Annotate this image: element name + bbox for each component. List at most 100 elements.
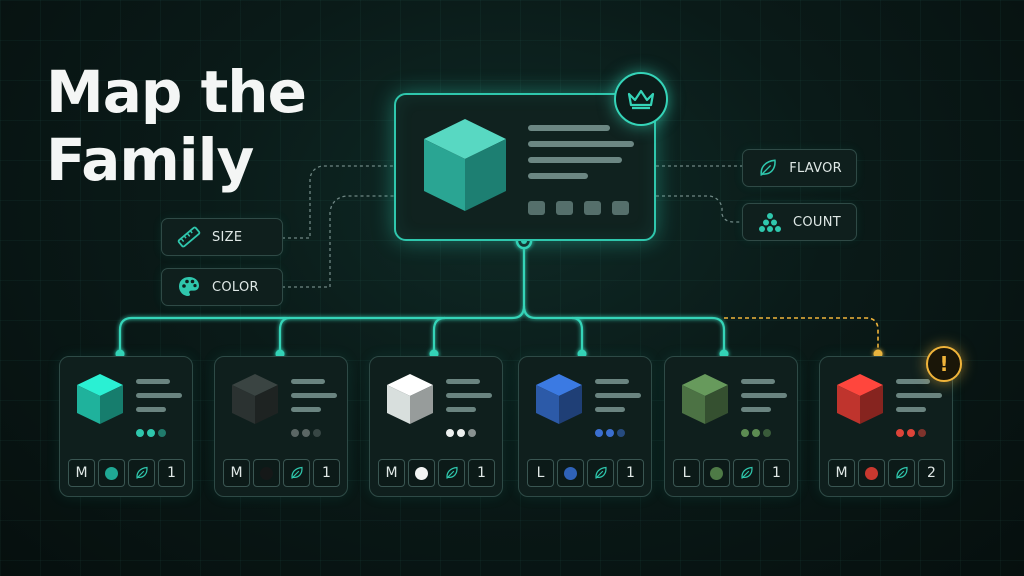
text-line xyxy=(528,157,622,163)
color-swatch xyxy=(865,466,878,480)
leaf-icon xyxy=(290,466,303,479)
title-line-1: Map the xyxy=(46,58,307,126)
leaf-icon xyxy=(445,466,458,479)
flavor-tile[interactable] xyxy=(438,459,465,487)
text-line xyxy=(741,393,787,398)
palette-icon xyxy=(179,277,199,296)
leaf-icon xyxy=(895,466,908,479)
size-tile[interactable]: L xyxy=(673,459,700,487)
parent-product-card[interactable] xyxy=(394,93,656,241)
ruler-icon xyxy=(177,226,201,248)
size-tile[interactable]: M xyxy=(828,459,855,487)
variant-cube-icon xyxy=(232,374,278,424)
color-swatch xyxy=(260,466,273,480)
variant-cube-icon xyxy=(536,374,582,424)
color-tile[interactable] xyxy=(98,459,125,487)
attribute-count-chip[interactable]: COUNT xyxy=(742,203,857,241)
color-dots xyxy=(446,429,476,437)
size-tile[interactable]: M xyxy=(223,459,250,487)
connector-color xyxy=(282,195,394,288)
size-tile[interactable]: M xyxy=(378,459,405,487)
color-tile[interactable] xyxy=(858,459,885,487)
attribute-size-chip[interactable]: SIZE xyxy=(161,218,283,256)
attribute-count-label: COUNT xyxy=(793,214,841,230)
text-line xyxy=(896,379,930,384)
leaf-icon xyxy=(135,466,148,479)
count-tile[interactable]: 2 xyxy=(918,459,945,487)
variant-cube-icon xyxy=(682,374,728,424)
text-line xyxy=(595,379,629,384)
color-tile[interactable] xyxy=(408,459,435,487)
text-line xyxy=(136,379,170,384)
text-line xyxy=(528,125,610,131)
variant-cube-icon xyxy=(77,374,123,424)
color-tile[interactable] xyxy=(253,459,280,487)
text-line xyxy=(595,407,625,412)
size-tile[interactable]: M xyxy=(68,459,95,487)
size-tile[interactable]: L xyxy=(527,459,554,487)
attribute-color-label: COLOR xyxy=(212,279,259,295)
color-tile[interactable] xyxy=(557,459,584,487)
count-tile[interactable]: 1 xyxy=(617,459,644,487)
text-line xyxy=(291,379,325,384)
warning-badge[interactable]: ! xyxy=(926,346,962,382)
leaf-icon xyxy=(594,466,607,479)
variant-cube-icon xyxy=(837,374,883,424)
color-dots xyxy=(741,429,771,437)
color-swatch xyxy=(415,466,428,480)
text-line xyxy=(446,379,480,384)
text-line xyxy=(741,407,771,412)
color-dots xyxy=(291,429,321,437)
text-line xyxy=(446,393,492,398)
count-tile[interactable]: 1 xyxy=(468,459,495,487)
text-line xyxy=(595,393,641,398)
text-line xyxy=(528,141,634,147)
color-dots xyxy=(595,429,625,437)
text-line xyxy=(528,173,588,179)
connector-count xyxy=(656,195,742,223)
count-tile[interactable]: 1 xyxy=(158,459,185,487)
thumb-square xyxy=(556,201,573,215)
leaf-icon xyxy=(740,466,753,479)
crown-badge xyxy=(614,72,668,126)
color-dots xyxy=(896,429,926,437)
count-tile[interactable]: 1 xyxy=(763,459,790,487)
flavor-tile[interactable] xyxy=(283,459,310,487)
text-line xyxy=(136,393,182,398)
attribute-flavor-label: FLAVOR xyxy=(789,160,842,176)
variant-cube-icon xyxy=(387,374,433,424)
text-line xyxy=(136,407,166,412)
flavor-tile[interactable] xyxy=(128,459,155,487)
color-tile[interactable] xyxy=(703,459,730,487)
text-line xyxy=(446,407,476,412)
text-line xyxy=(896,407,926,412)
text-line xyxy=(291,393,337,398)
color-swatch xyxy=(564,466,577,480)
parent-cube-icon xyxy=(424,119,506,211)
attribute-color-chip[interactable]: COLOR xyxy=(161,268,283,306)
leaf-icon xyxy=(760,159,776,177)
attribute-flavor-chip[interactable]: FLAVOR xyxy=(742,149,857,187)
count-tile[interactable]: 1 xyxy=(313,459,340,487)
flavor-tile[interactable] xyxy=(733,459,760,487)
title-line-2: Family xyxy=(46,126,254,194)
text-line xyxy=(291,407,321,412)
attribute-size-label: SIZE xyxy=(212,229,243,245)
thumb-square xyxy=(612,201,629,215)
color-dots xyxy=(136,429,166,437)
flavor-tile[interactable] xyxy=(587,459,614,487)
crown-icon xyxy=(627,89,655,110)
pyramid-dots-icon xyxy=(759,213,781,232)
flavor-tile[interactable] xyxy=(888,459,915,487)
